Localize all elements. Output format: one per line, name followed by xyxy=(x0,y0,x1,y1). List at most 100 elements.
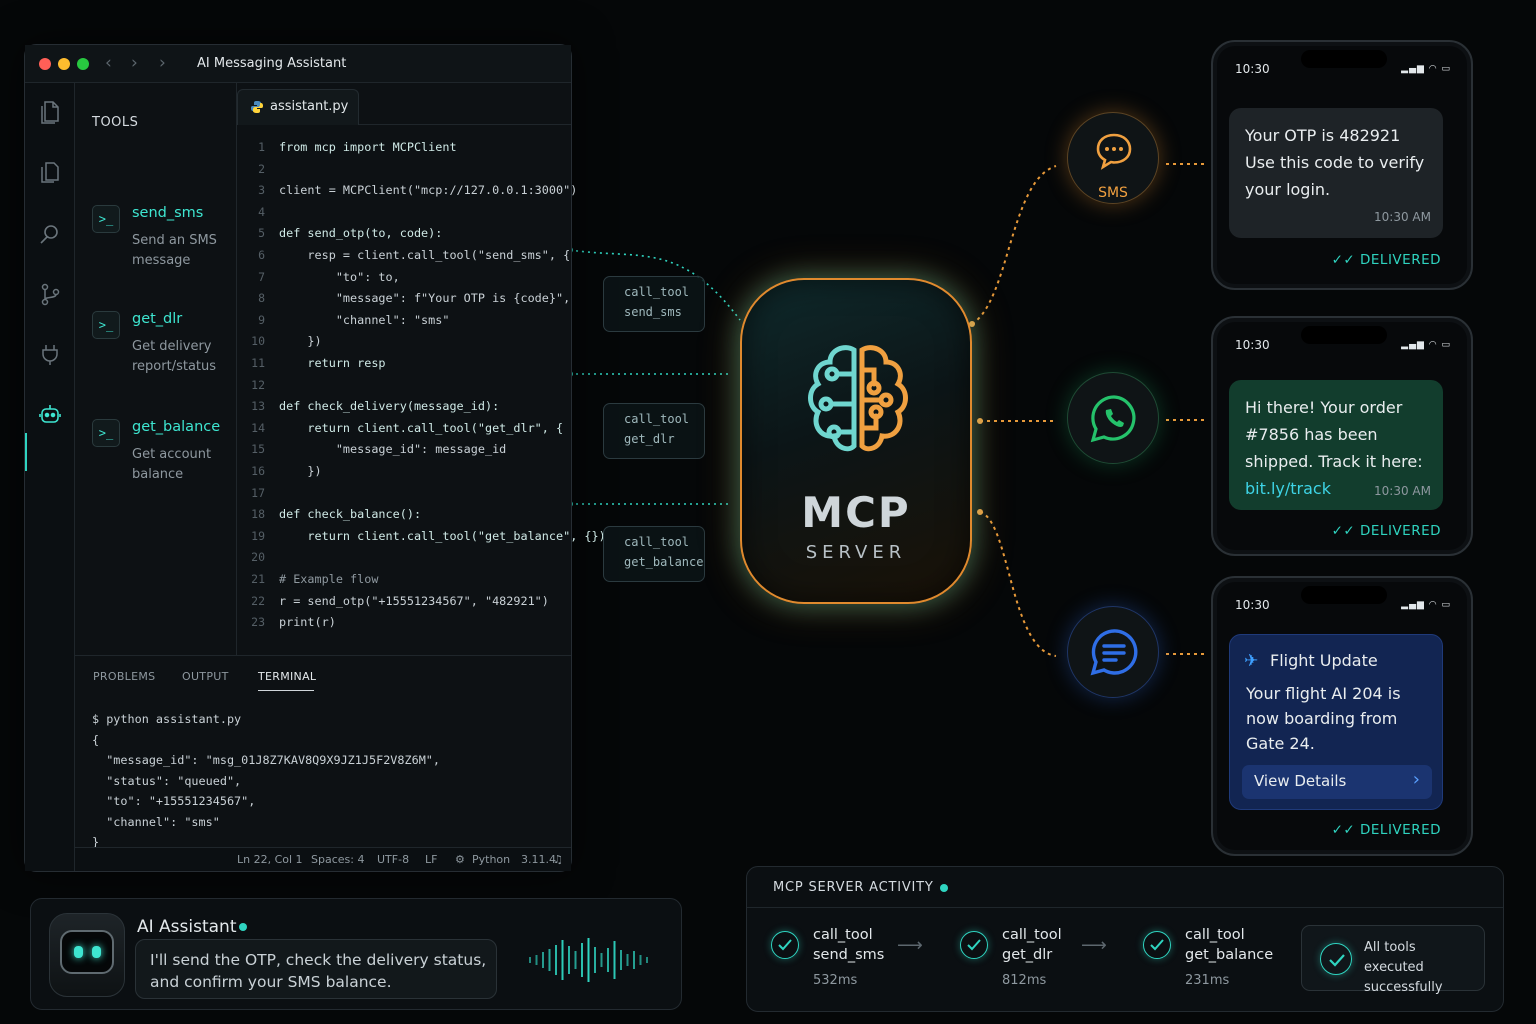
line-number: 11 xyxy=(251,356,265,370)
tab-terminal[interactable]: TERMINAL xyxy=(258,670,317,683)
waveform-bar xyxy=(535,955,538,965)
delivered-status: ✓✓ DELIVERED xyxy=(1331,252,1441,268)
line-number: 4 xyxy=(258,204,265,219)
maximize-window-button[interactable] xyxy=(77,58,89,70)
call-tool: send_sms xyxy=(624,305,682,319)
tool-name: send_sms xyxy=(132,205,204,221)
activity-title: MCP SERVER ACTIVITY xyxy=(773,880,934,895)
terminal-prompt-icon: >_ xyxy=(92,419,120,447)
phone-notch xyxy=(1301,586,1387,604)
back-arrow-icon[interactable]: ‹ xyxy=(105,53,112,73)
signal-wifi-battery-icon: ▂▄▆ ◠ ▭ xyxy=(1401,64,1451,74)
line-ending[interactable]: LF xyxy=(425,853,438,866)
line-number: 16 xyxy=(251,464,265,478)
python-version[interactable]: 3.11.4 xyxy=(521,853,556,866)
code-line: return resp xyxy=(279,356,386,370)
ai-robot-icon[interactable] xyxy=(37,401,63,427)
tracking-link[interactable]: bit.ly/track xyxy=(1245,479,1331,498)
phone-time: 10:30 xyxy=(1235,338,1270,352)
view-details-button[interactable]: View Details › xyxy=(1242,765,1432,799)
waveform-bar xyxy=(555,945,557,975)
signal-wifi-battery-icon: ▂▄▆ ◠ ▭ xyxy=(1401,600,1451,610)
step-duration: 812ms xyxy=(1002,973,1047,988)
line-number: 15 xyxy=(251,442,265,457)
all-tools-success-badge: All tools executed successfully xyxy=(1301,925,1485,995)
search-icon[interactable] xyxy=(37,221,63,247)
rcs-message-card: ✈ Flight Update Your flight AI 204 is no… xyxy=(1229,634,1443,810)
success-message: All tools executed successfully xyxy=(1364,940,1443,995)
close-window-button[interactable] xyxy=(39,58,51,70)
channel-sms[interactable]: SMS xyxy=(1067,112,1159,204)
channel-whatsapp[interactable] xyxy=(1067,372,1159,464)
active-indicator xyxy=(25,433,27,471)
tab-assistant-py[interactable]: assistant.py xyxy=(237,89,359,125)
code-line: from mcp import MCPClient xyxy=(279,140,457,154)
tool-description: Send an SMS message xyxy=(132,233,217,268)
language-mode[interactable]: Python xyxy=(472,853,511,866)
minimize-window-button[interactable] xyxy=(58,58,70,70)
robot-eye xyxy=(92,946,101,958)
explorer-icon[interactable] xyxy=(37,159,63,185)
arrow-right-icon: ⟶ xyxy=(897,935,923,956)
phone-whatsapp: 10:30 ▂▄▆ ◠ ▭ Hi there! Your order #7856… xyxy=(1211,316,1473,556)
window-title: AI Messaging Assistant xyxy=(197,56,347,71)
tab-label: assistant.py xyxy=(270,99,349,114)
voice-waveform-icon[interactable] xyxy=(527,935,657,985)
terminal-prompt-icon: >_ xyxy=(92,311,120,339)
phone-time: 10:30 xyxy=(1235,62,1270,76)
line-number: 12 xyxy=(251,377,265,392)
waveform-bar xyxy=(600,953,603,967)
phone-notch xyxy=(1301,326,1387,344)
activity-bar xyxy=(25,83,75,871)
channel-label: SMS xyxy=(1098,185,1128,201)
bell-icon[interactable]: ♫ xyxy=(553,853,563,866)
call-tool: get_balance xyxy=(624,555,704,569)
waveform-bar xyxy=(568,946,570,974)
title-bar: ‹ › › AI Messaging Assistant xyxy=(25,45,571,83)
extensions-plug-icon[interactable] xyxy=(37,341,63,367)
check-circle-icon xyxy=(771,931,799,959)
indent-setting[interactable]: Spaces: 4 xyxy=(311,853,365,866)
tool-description: Get account balance xyxy=(132,447,212,482)
robot-face xyxy=(60,930,114,974)
tool-name: get_balance xyxy=(132,419,221,435)
phone-sms: 10:30 ▂▄▆ ◠ ▭ Your OTP is 482921 Use thi… xyxy=(1211,40,1473,290)
call-box-get-balance: call_tool get_balance xyxy=(603,526,705,582)
message-time: 10:30 AM xyxy=(1374,210,1431,224)
waveform-bar xyxy=(574,951,577,969)
rcs-message-icon xyxy=(1090,629,1138,676)
terminal-line: { xyxy=(92,732,100,747)
line-number: 8 xyxy=(258,291,265,306)
waveform-bar xyxy=(626,954,629,966)
line-number: 13 xyxy=(251,399,265,414)
channel-rcs[interactable] xyxy=(1067,606,1159,698)
step-duration: 231ms xyxy=(1185,973,1230,988)
editor-tab-bar: assistant.py xyxy=(237,83,571,125)
assistant-message-bubble: I'll send the OTP, check the delivery st… xyxy=(135,939,497,999)
code-line: r = send_otp("+15551234567", "482921") xyxy=(279,593,549,608)
cursor-position[interactable]: Ln 22, Col 1 xyxy=(237,853,303,866)
status-text: DELIVERED xyxy=(1360,523,1441,539)
waveform-bar xyxy=(639,955,642,965)
files-icon[interactable] xyxy=(37,99,63,125)
waveform-bar xyxy=(633,951,635,969)
waveform-bar xyxy=(613,941,616,979)
forward-arrow-icon[interactable]: › xyxy=(131,53,138,73)
message-text: Your OTP is 482921 Use this code to veri… xyxy=(1245,126,1425,199)
chevron-right-icon: › xyxy=(1412,769,1420,790)
code-line: return client.call_tool("get_dlr", { xyxy=(279,420,564,435)
chevron-right-icon[interactable]: › xyxy=(159,53,166,73)
whatsapp-icon xyxy=(1090,395,1136,443)
terminal-line: } xyxy=(92,835,100,849)
waveform-bar xyxy=(548,949,551,971)
source-control-icon[interactable] xyxy=(37,281,63,307)
line-number: 2 xyxy=(258,161,265,176)
encoding[interactable]: UTF-8 xyxy=(377,853,410,866)
tab-output[interactable]: OUTPUT xyxy=(182,670,229,683)
phone-notch xyxy=(1301,50,1387,68)
call-box-send-sms: call_tool send_sms xyxy=(603,276,705,332)
tab-problems[interactable]: PROBLEMS xyxy=(93,670,156,683)
step-label: call_tool xyxy=(1002,927,1062,943)
code-line: "to": to, xyxy=(279,269,400,284)
